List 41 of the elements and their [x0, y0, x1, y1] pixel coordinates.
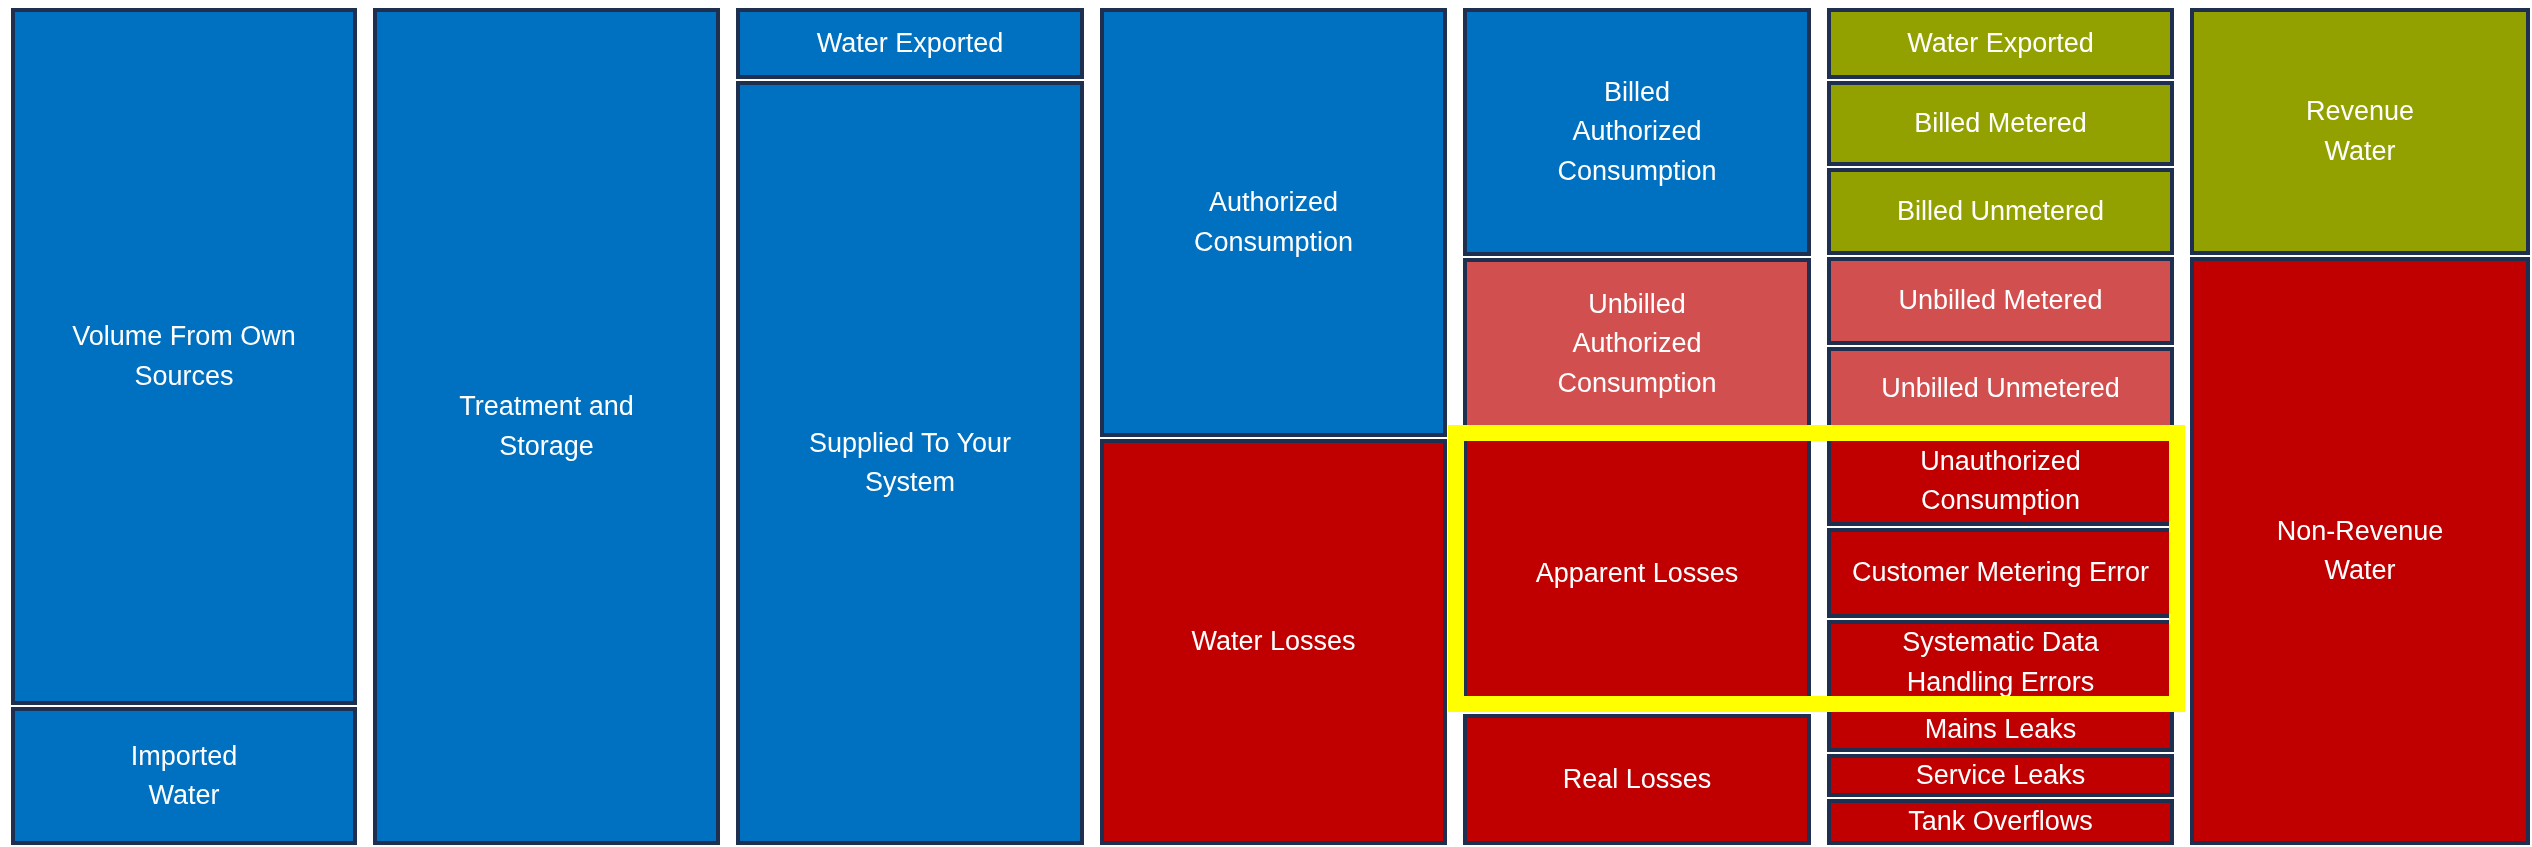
category-label: Unauthorized Consumption	[1919, 444, 2082, 517]
category-box	[11, 707, 357, 845]
category-label: Billed Authorized Consumption	[1556, 76, 1718, 188]
category-box	[1827, 257, 2174, 345]
category-label: Tank Overflows	[1908, 805, 2093, 839]
category-label: Billed Metered	[1914, 106, 2087, 140]
category-label: Treatment and Storage	[458, 390, 635, 463]
category-box	[1100, 8, 1447, 437]
category-box	[1827, 168, 2174, 255]
category-label: Customer Metering Error	[1851, 556, 2150, 590]
category-label: Volume From Own Sources	[71, 320, 297, 393]
category-label: Imported Water	[129, 739, 239, 812]
category-box	[1827, 799, 2174, 845]
category-box	[2190, 8, 2530, 255]
category-label: Unbilled Unmetered	[1881, 372, 2120, 406]
category-box	[1827, 81, 2174, 166]
category-box	[11, 8, 357, 705]
category-box	[1827, 8, 2174, 79]
category-label: Water Losses	[1191, 625, 1356, 659]
category-box	[2190, 257, 2530, 845]
category-label: Revenue Water	[2304, 95, 2416, 168]
category-box	[736, 8, 1084, 79]
category-label: Non-Revenue Water	[2275, 514, 2445, 587]
category-box	[1463, 8, 1811, 256]
category-label: Water Exported	[1907, 26, 2094, 60]
category-box	[736, 81, 1084, 845]
category-label: Mains Leaks	[1924, 712, 2077, 746]
category-label: Unbilled Metered	[1898, 284, 2103, 318]
category-label: Systematic Data Handling Errors	[1901, 626, 2100, 699]
category-label: Authorized Consumption	[1192, 186, 1355, 259]
category-box	[373, 8, 720, 845]
category-label: Apparent Losses	[1535, 557, 1739, 591]
category-box	[1463, 714, 1811, 845]
category-label: Water Exported	[816, 26, 1004, 60]
category-label: Service Leaks	[1915, 758, 2086, 792]
category-label: Supplied To Your System	[807, 426, 1013, 499]
category-label: Real Losses	[1562, 762, 1712, 796]
category-box	[1100, 439, 1447, 845]
category-label: Billed Unmetered	[1896, 194, 2105, 228]
category-label: Unbilled Authorized Consumption	[1556, 288, 1718, 400]
category-box	[1827, 754, 2174, 797]
